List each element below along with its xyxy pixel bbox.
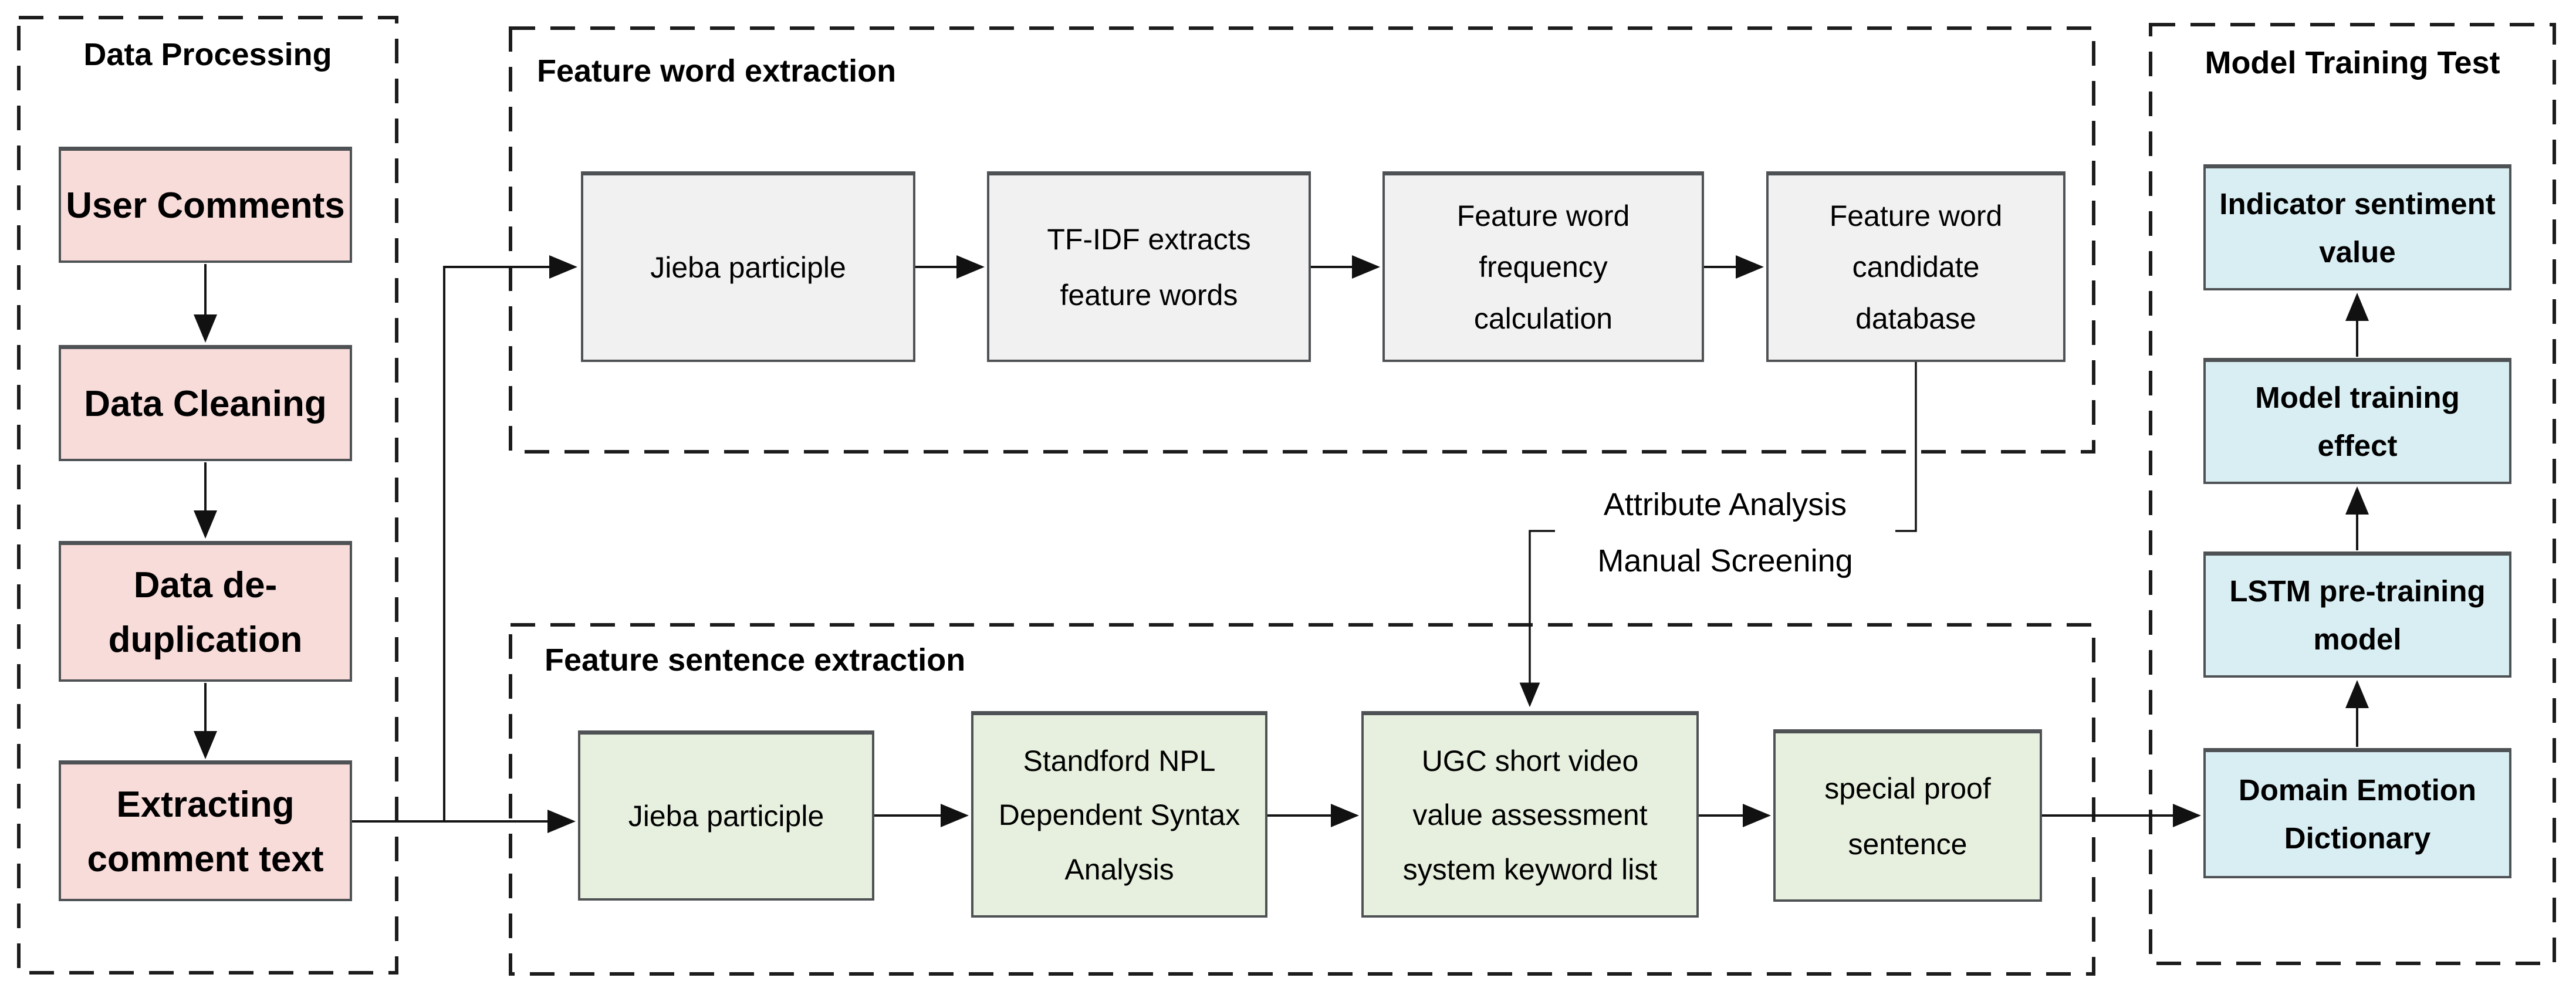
connector-annotation: Attribute Analysis Manual Screening xyxy=(1555,476,1895,589)
model-training-test-panel-border xyxy=(2149,23,2556,965)
box-data-cleaning: Data Cleaning xyxy=(59,345,352,461)
box-special-proof-sentence: special proof sentence xyxy=(1773,729,2042,902)
box-feature-word-candidate-database: Feature word candidate database xyxy=(1766,171,2065,362)
box-jieba-participle-sentence: Jieba participle xyxy=(578,730,874,901)
box-jieba-participle-word: Jieba participle xyxy=(581,171,915,362)
box-domain-emotion-dictionary: Domain Emotion Dictionary xyxy=(2203,748,2511,878)
box-feature-word-frequency-calculation: Feature word frequency calculation xyxy=(1382,171,1704,362)
box-lstm-pre-training-model: LSTM pre-training model xyxy=(2203,551,2511,678)
annotation-manual-screening: Manual Screening xyxy=(1597,543,1853,578)
box-data-deduplication: Data de- duplication xyxy=(59,541,352,682)
box-indicator-sentiment-value: Indicator sentiment value xyxy=(2203,164,2511,290)
section-title-feature-sentence-extraction: Feature sentence extraction xyxy=(545,642,966,678)
feature-sentence-extraction-panel-border xyxy=(509,623,2095,976)
annotation-attribute-analysis: Attribute Analysis xyxy=(1603,487,1847,522)
box-standford-npl-dependent-syntax-analysis: Standford NPL Dependent Syntax Analysis xyxy=(971,711,1267,918)
box-model-training-effect: Model training effect xyxy=(2203,358,2511,484)
feature-word-extraction-panel-border xyxy=(509,26,2095,454)
data-processing-panel-border xyxy=(17,16,398,975)
arrow-extracting-to-jieba-word xyxy=(443,255,577,821)
section-title-data-processing: Data Processing xyxy=(83,37,332,72)
box-user-comments: User Comments xyxy=(59,147,352,263)
box-extracting-comment-text: Extracting comment text xyxy=(59,760,352,901)
box-tfidf-extracts-feature-words: TF-IDF extracts feature words xyxy=(987,171,1311,362)
section-title-model-training-test: Model Training Test xyxy=(2205,45,2500,80)
box-ugc-short-video-keyword-list: UGC short video value assessment system … xyxy=(1361,711,1699,918)
section-title-feature-word-extraction: Feature word extraction xyxy=(537,53,897,89)
